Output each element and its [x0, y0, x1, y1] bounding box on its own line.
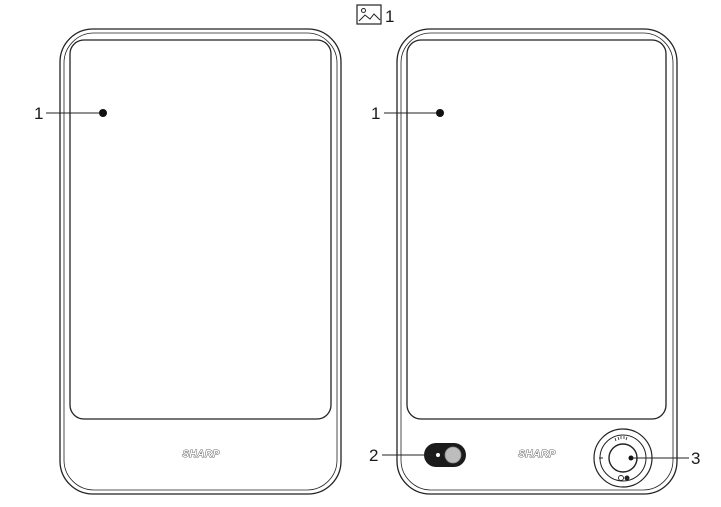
- back-screen-callout-number: 1: [371, 104, 380, 123]
- dial-lock-icon: [618, 475, 630, 481]
- front-device-inner-edge: [63, 32, 338, 491]
- dial-callout: 3: [631, 449, 700, 468]
- back-view: SHARP: [369, 28, 700, 495]
- dial-scale-ticks: [614, 436, 628, 442]
- dial-callout-number: 3: [691, 449, 700, 468]
- front-brand-logo: SHARP: [182, 449, 220, 460]
- front-screen-callout-number: 1: [34, 104, 43, 123]
- front-screen: [69, 39, 332, 420]
- slide-switch[interactable]: [424, 443, 466, 467]
- switch-callout: 2: [369, 446, 435, 465]
- front-screen-callout: 1: [34, 104, 107, 123]
- figure-number: 1: [385, 7, 394, 26]
- switch-callout-number: 2: [369, 446, 378, 465]
- back-screen-callout: 1: [371, 104, 444, 123]
- figure-header: 1: [356, 4, 394, 26]
- back-brand-logo: SHARP: [518, 449, 556, 460]
- front-view: SHARP 1: [34, 28, 342, 495]
- image-icon: [356, 4, 382, 25]
- back-device-inner-edge: [400, 32, 674, 491]
- back-screen: [406, 39, 667, 420]
